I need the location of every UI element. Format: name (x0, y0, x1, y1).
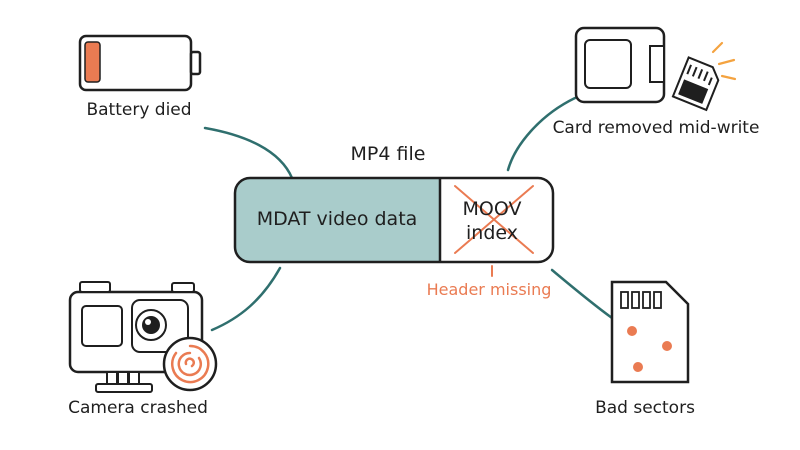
connectors (203, 96, 614, 332)
file-title: MP4 file (350, 143, 426, 165)
connector-battery (203, 126, 294, 180)
battery-empty-icon (78, 34, 202, 92)
cause-card-removed-label: Card removed mid-write (552, 118, 760, 138)
connector-bad-sectors (550, 268, 614, 320)
header-missing-label: Header missing (426, 280, 552, 299)
connector-card-removed (506, 96, 577, 172)
mdat-label: MDAT video data (256, 208, 418, 230)
mdat-segment (235, 178, 440, 262)
moov-cross-icon (454, 185, 534, 254)
moov-label-line2: index (466, 222, 518, 244)
cause-camera-crashed-label: Camera crashed (68, 398, 208, 418)
motion-lines (711, 41, 737, 81)
sd-card-bad-sectors-icon (610, 280, 690, 384)
moov-label-line1: MOOV (462, 198, 522, 220)
connector-camera-crashed (210, 266, 282, 332)
camera-sd-card-eject-icon (574, 26, 737, 112)
mp4-file-box (233, 176, 555, 277)
file-box-outline (233, 176, 555, 264)
cause-bad-sectors-label: Bad sectors (595, 398, 695, 418)
action-camera-spinner-icon (68, 281, 218, 393)
cause-battery-label: Battery died (86, 100, 192, 120)
